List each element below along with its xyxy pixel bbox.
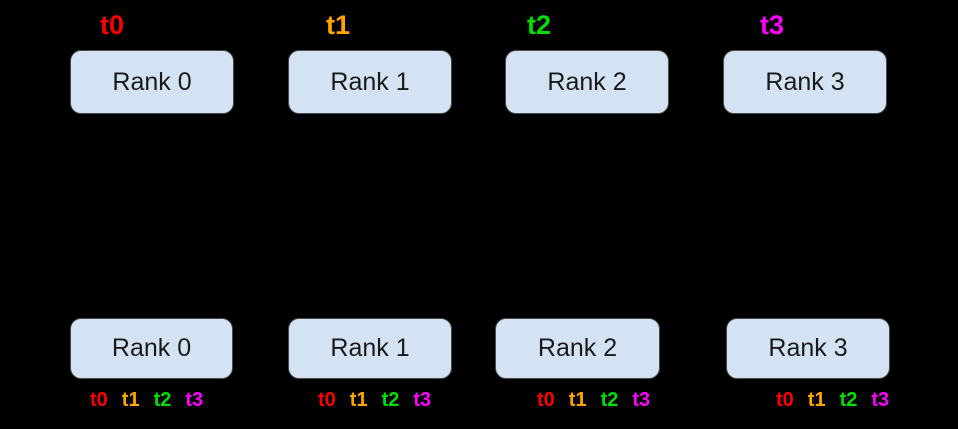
bottom-tag-2-t1: t1 (568, 389, 587, 411)
bottom-rank-box-2[interactable]: Rank 2 (495, 318, 660, 379)
bottom-tag-1-t1: t1 (349, 389, 368, 411)
top-rank-box-1[interactable]: Rank 1 (288, 50, 452, 114)
bottom-rank-box-3[interactable]: Rank 3 (726, 318, 890, 379)
bottom-tag-1-t0: t0 (318, 389, 336, 411)
top-tag-t3: t3 (760, 10, 785, 40)
top-rank-box-3[interactable]: Rank 3 (723, 50, 887, 114)
top-rank-box-0[interactable]: Rank 0 (70, 50, 234, 114)
bottom-tag-3-t3: t3 (871, 389, 890, 411)
bottom-tag-0-t0: t0 (90, 389, 108, 411)
top-tag-t1: t1 (326, 10, 351, 40)
top-tag-t0: t0 (100, 10, 125, 40)
top-tag-t2: t2 (527, 10, 552, 40)
bottom-tag-2-t3: t3 (632, 389, 651, 411)
bottom-tag-0-t2: t2 (153, 389, 172, 411)
bottom-tag-0-t3: t3 (185, 389, 204, 411)
top-rank-box-2[interactable]: Rank 2 (505, 50, 669, 114)
bottom-tag-3-t1: t1 (807, 389, 826, 411)
bottom-tag-group-0: t0 t1 t2 t3 (90, 390, 203, 410)
bottom-rank-box-0[interactable]: Rank 0 (70, 318, 233, 379)
bottom-tag-2-t0: t0 (537, 389, 555, 411)
bottom-tag-0-t1: t1 (121, 389, 140, 411)
bottom-tag-group-3: t0 t1 t2 t3 (776, 390, 889, 410)
bottom-tag-group-2: t0 t1 t2 t3 (537, 390, 650, 410)
bottom-tag-3-t0: t0 (776, 389, 794, 411)
bottom-tag-group-1: t0 t1 t2 t3 (318, 390, 431, 410)
bottom-tag-2-t2: t2 (600, 389, 619, 411)
bottom-tag-3-t2: t2 (839, 389, 858, 411)
bottom-tag-1-t2: t2 (381, 389, 400, 411)
bottom-rank-box-1[interactable]: Rank 1 (288, 318, 452, 379)
bottom-tag-1-t3: t3 (413, 389, 432, 411)
